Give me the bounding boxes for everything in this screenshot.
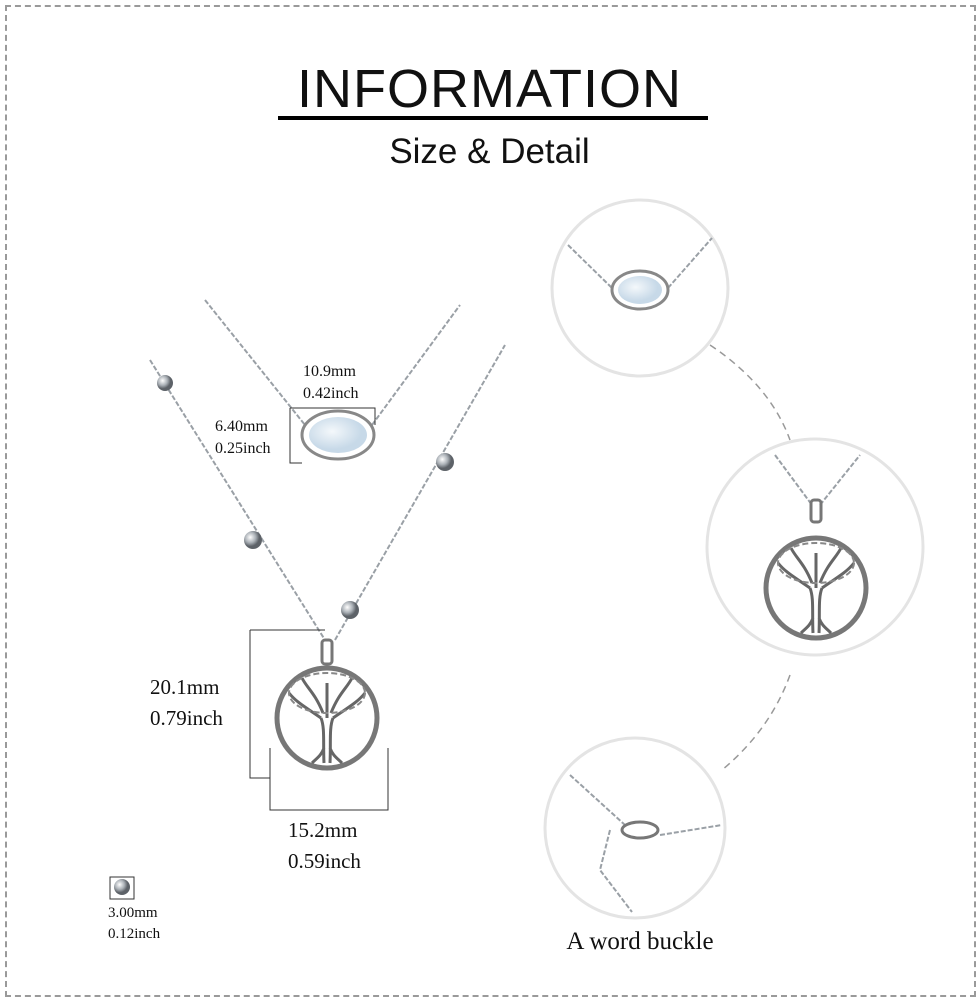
pendant-height-inch: 0.79inch [150, 706, 223, 730]
pendant-width-mm: 15.2mm [288, 818, 358, 842]
opal-height-inch: 0.25inch [215, 440, 271, 457]
bead-size-label: 3.00mm 0.12inch [108, 903, 160, 945]
connector-arcs [709, 344, 791, 771]
pendant-width-inch: 0.59inch [288, 849, 361, 873]
opal-chain [204, 299, 461, 426]
beads [114, 375, 454, 895]
opal-dimension-lines [289, 407, 376, 464]
pendant-height-mm: 20.1mm [150, 675, 220, 699]
tree-pendant [277, 638, 377, 768]
detail-circle-opal [550, 198, 730, 378]
bead-mm: 3.00mm [108, 905, 158, 921]
bead-chain [149, 344, 506, 641]
opal-height-mm: 6.40mm [215, 418, 268, 435]
page-title: INFORMATION [297, 59, 682, 119]
bead-inch: 0.12inch [108, 926, 161, 942]
detail-circle-tree [705, 437, 925, 657]
opal-width-inch: 0.42inch [303, 385, 359, 402]
opal-width-label: 10.9mm 0.42inch [303, 361, 359, 405]
opal-width-mm: 10.9mm [303, 363, 356, 380]
pendant-dimension-lines [249, 629, 389, 811]
pendant-height-label: 20.1mm 0.79inch [150, 672, 223, 734]
dashed-frame [5, 5, 976, 997]
pendant-width-label: 15.2mm 0.59inch [288, 815, 361, 877]
opal-height-label: 6.40mm 0.25inch [215, 416, 271, 460]
opal-pendant [300, 409, 376, 461]
page-subtitle: Size & Detail [389, 132, 590, 171]
buckle-caption: A word buckle [566, 928, 714, 955]
title-underline [278, 116, 708, 120]
detail-circle-buckle [543, 736, 727, 920]
